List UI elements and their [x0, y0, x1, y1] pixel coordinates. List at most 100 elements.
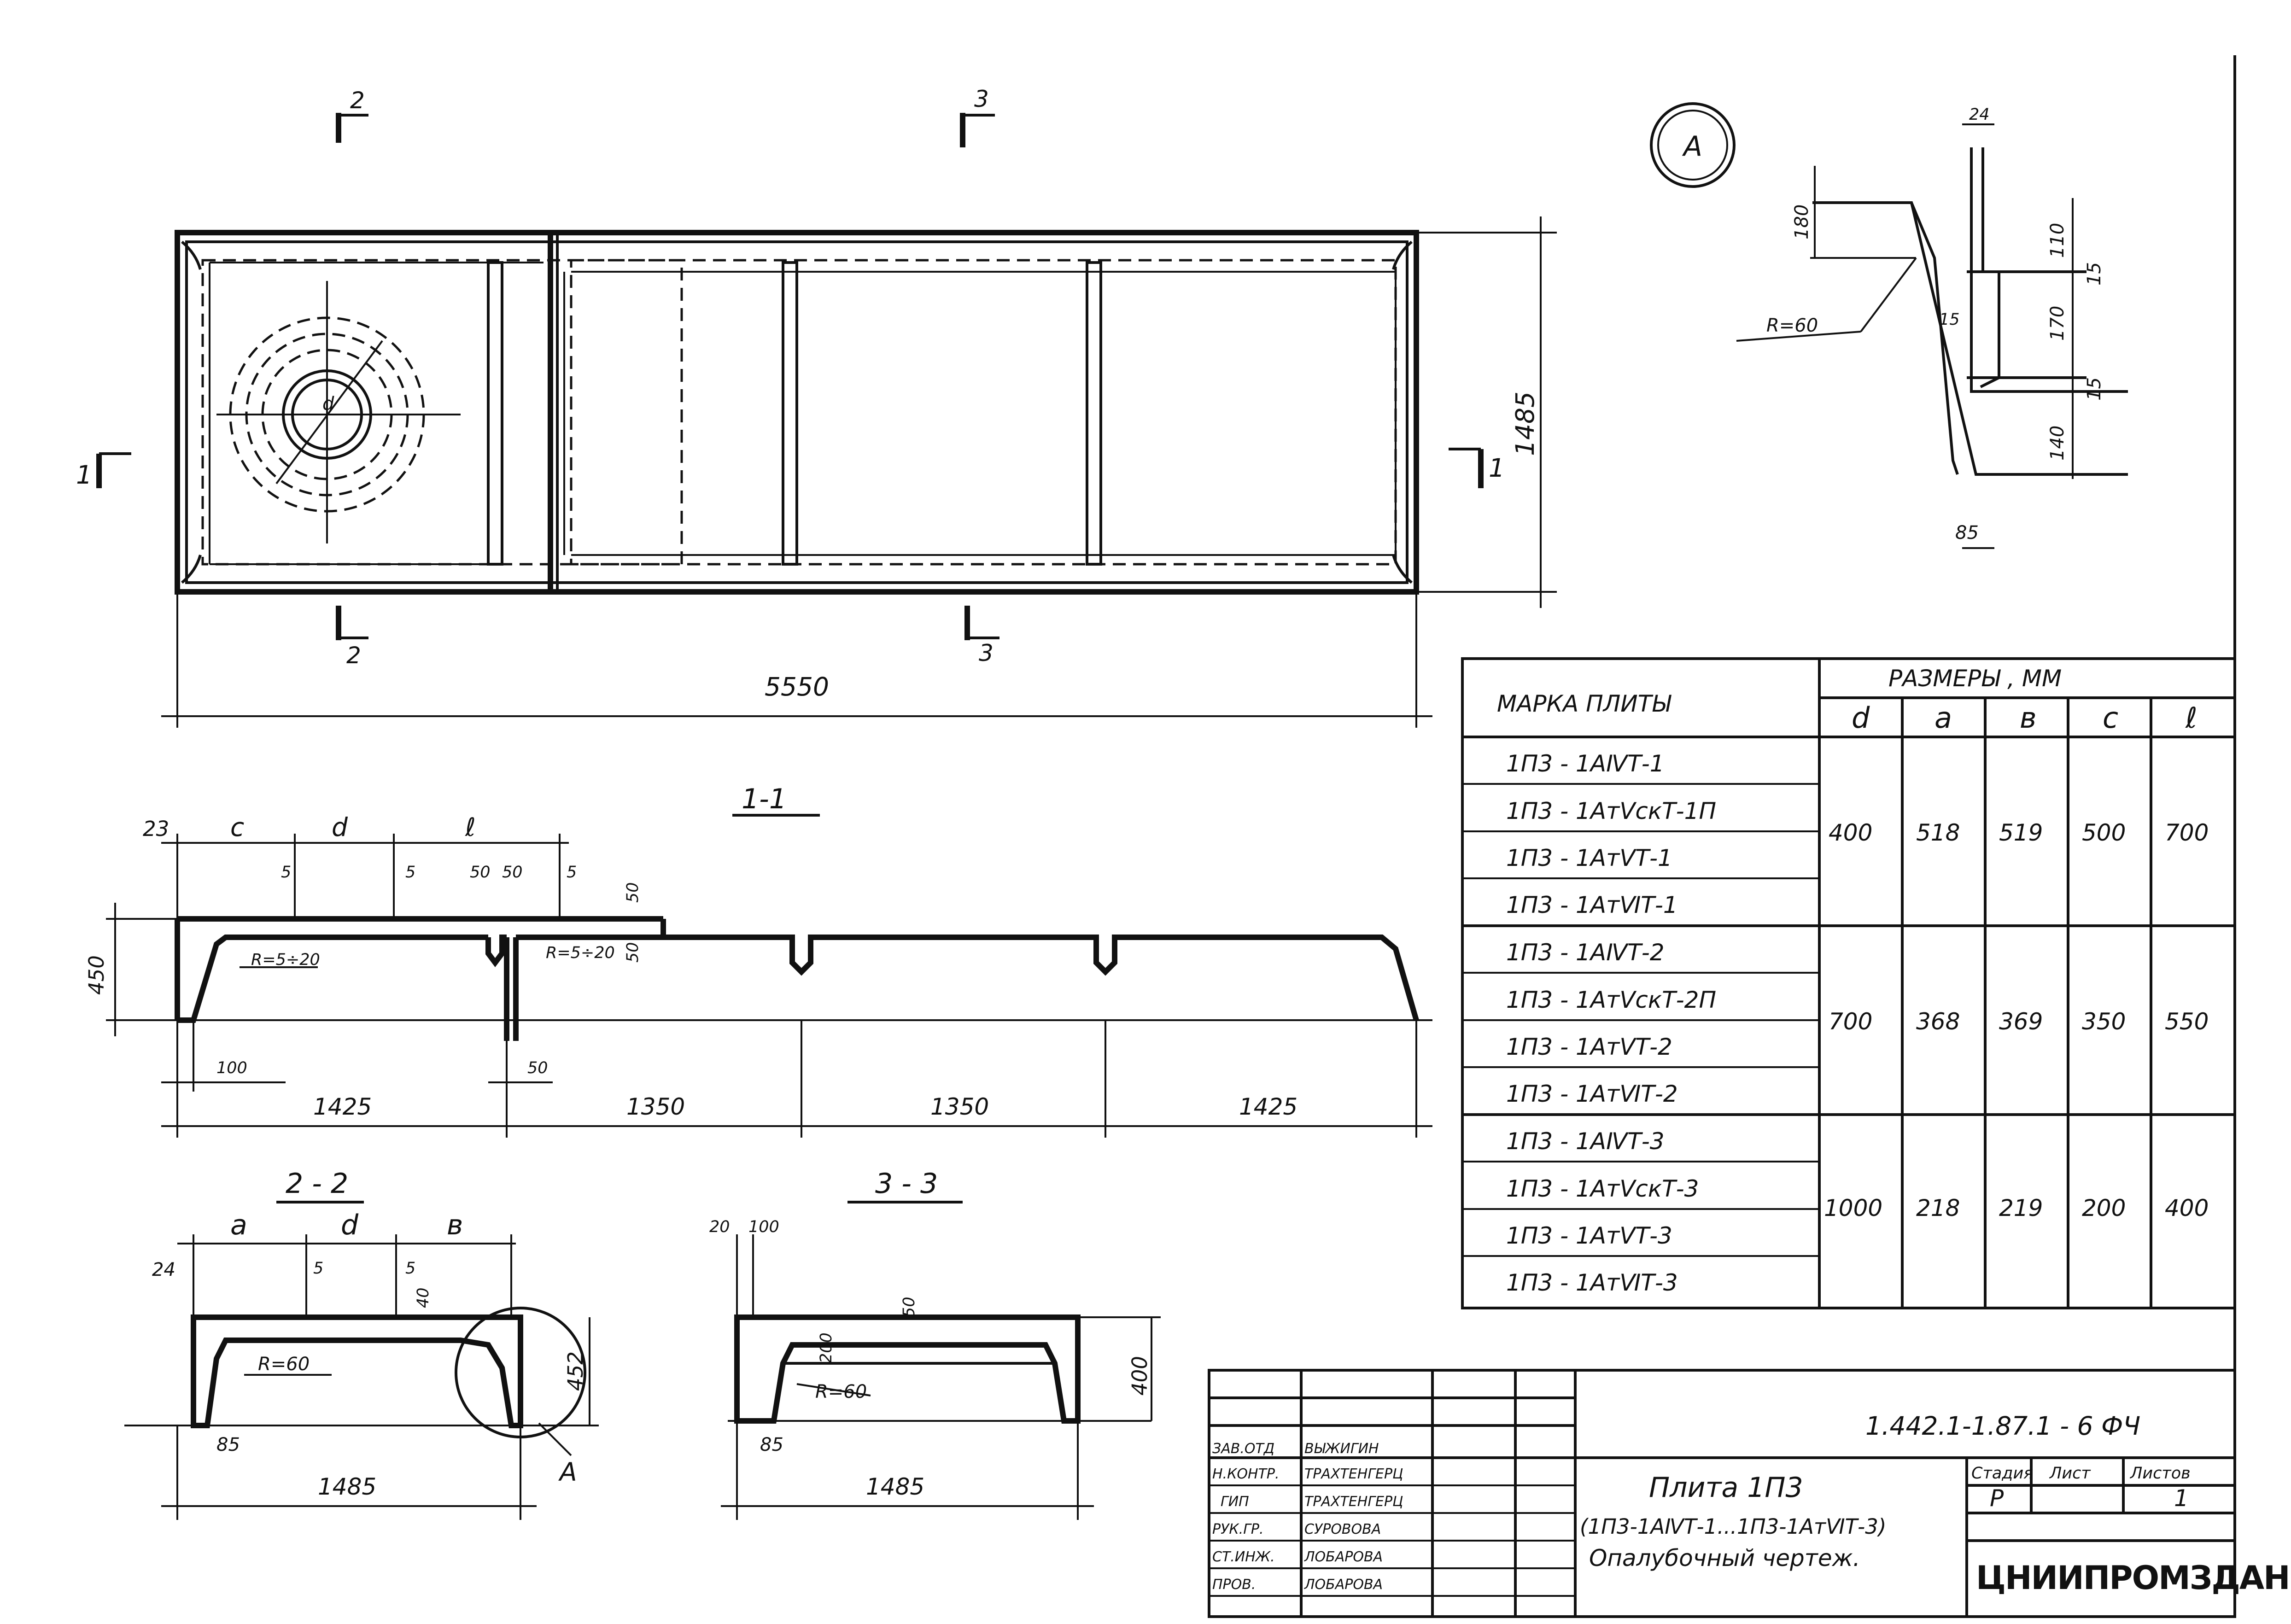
svg-text:2: 2	[346, 642, 361, 669]
svg-text:Н.КОНТР.: Н.КОНТР.	[1212, 1466, 1280, 1482]
svg-text:550: 550	[2165, 1008, 2209, 1035]
svg-text:Р: Р	[1990, 1485, 2004, 1512]
svg-text:200: 200	[2082, 1195, 2126, 1221]
dim-width-label: 1485	[1510, 391, 1540, 456]
svg-text:1000: 1000	[1824, 1195, 1882, 1221]
cut-marker-1-right: 1	[1449, 448, 1505, 488]
svg-text:ПРОВ.: ПРОВ.	[1212, 1577, 1256, 1593]
header-brand: МАРКА ПЛИТЫ	[1497, 690, 1671, 717]
svg-text:ТРАХТЕНГЕРЦ: ТРАХТЕНГЕРЦ	[1304, 1466, 1403, 1482]
svg-text:1350: 1350	[930, 1093, 989, 1120]
cut-marker-2-top: 2	[336, 87, 368, 143]
svg-text:450: 450	[84, 955, 109, 995]
svg-text:219: 219	[1999, 1195, 2043, 1221]
svg-text:c: c	[2103, 701, 2118, 735]
svg-text:5: 5	[313, 1259, 323, 1278]
corner-hook	[181, 240, 1413, 584]
svg-text:400: 400	[1829, 819, 1872, 846]
svg-text:5: 5	[567, 863, 577, 882]
svg-text:c: c	[230, 812, 244, 842]
svg-text:5: 5	[281, 863, 291, 882]
slab-outline	[175, 230, 1419, 595]
svg-text:1: 1	[1489, 453, 1505, 483]
detail-a: 24 180 110 15 15 170 15 140 85 R=60	[1736, 105, 2128, 549]
cut-marker-3-top: 3	[960, 86, 995, 147]
svg-text:85: 85	[1955, 522, 1979, 543]
svg-text:1425: 1425	[1239, 1093, 1297, 1120]
table-row: 1П3 - 1АтⅤскТ-2П	[1506, 987, 1716, 1013]
svg-text:1350: 1350	[626, 1093, 685, 1120]
svg-text:368: 368	[1916, 1008, 1960, 1035]
svg-text:100: 100	[216, 1059, 247, 1077]
svg-text:ВЫЖИГИН: ВЫЖИГИН	[1304, 1441, 1379, 1457]
organization-name: ЦНИИПРОМЗДАНИЙ	[1976, 1559, 2291, 1597]
svg-text:Листов: Листов	[2129, 1464, 2191, 1483]
svg-text:24: 24	[1969, 105, 1990, 124]
sheet-title: Плита 1П3	[1649, 1472, 1803, 1504]
section-title: 3 - 3	[875, 1168, 938, 1200]
svg-text:5: 5	[405, 863, 415, 882]
slab-inner-outline	[185, 240, 1408, 584]
svg-text:в: в	[447, 1209, 463, 1241]
cut-marker-1-left: 1	[76, 452, 131, 490]
svg-text:ГИП: ГИП	[1221, 1494, 1249, 1510]
svg-text:218: 218	[1916, 1195, 1960, 1221]
svg-text:3: 3	[974, 86, 989, 112]
svg-text:85: 85	[760, 1434, 783, 1455]
svg-text:A: A	[1682, 130, 1702, 163]
table-row: 1П3 - 1АⅣТ-1	[1506, 750, 1665, 777]
rib	[782, 261, 798, 566]
rib	[1086, 261, 1102, 566]
title-block: ЗАВ.ОТД Н.КОНТР. ГИП РУК.ГР. СТ.ИНЖ. ПРО…	[1208, 1369, 2291, 1618]
svg-text:R=60: R=60	[1766, 315, 1818, 336]
svg-text:a: a	[230, 1209, 247, 1241]
svg-text:R=5÷20: R=5÷20	[251, 951, 320, 969]
svg-text:R=60: R=60	[258, 1354, 310, 1375]
svg-text:1485: 1485	[318, 1473, 376, 1500]
table-row: 1П3 - 1АтⅤТ-2	[1506, 1034, 1672, 1060]
svg-text:3: 3	[979, 640, 994, 666]
svg-text:Стадия: Стадия	[1971, 1464, 2033, 1483]
svg-text:d: d	[332, 812, 348, 842]
svg-text:400: 400	[2165, 1195, 2209, 1221]
cut-marker-3-bottom: 3	[964, 606, 999, 666]
svg-text:140: 140	[2047, 426, 2068, 461]
svg-text:40: 40	[414, 1287, 432, 1308]
svg-text:50: 50	[502, 863, 523, 882]
svg-text:ЗАВ.ОТД: ЗАВ.ОТД	[1212, 1441, 1274, 1457]
svg-text:20: 20	[709, 1218, 730, 1236]
svg-text:369: 369	[1999, 1008, 2043, 1035]
svg-text:180: 180	[1791, 204, 1812, 240]
svg-text:15: 15	[1939, 310, 1960, 329]
svg-text:700: 700	[1829, 1008, 1872, 1035]
svg-text:518: 518	[1916, 819, 1960, 846]
table-row: 1П3 - 1АтⅥТ-2	[1506, 1081, 1678, 1107]
section-1-1: 1-1 23 c d ℓ 5 5 50 50 5 50 50 450 R=5÷2…	[84, 783, 1432, 1138]
svg-text:15: 15	[2084, 262, 2105, 286]
svg-text:СТ.ИНЖ.: СТ.ИНЖ.	[1212, 1549, 1275, 1565]
svg-text:ТРАХТЕНГЕРЦ: ТРАХТЕНГЕРЦ	[1304, 1494, 1403, 1510]
table-row: 1П3 - 1АⅣТ-2	[1506, 939, 1665, 966]
svg-text:23: 23	[143, 817, 169, 841]
dim-length-label: 5550	[765, 672, 829, 701]
svg-text:РУК.ГР.: РУК.ГР.	[1212, 1521, 1264, 1537]
svg-text:1: 1	[2174, 1485, 2189, 1512]
diameter-label: d	[322, 393, 334, 415]
svg-text:d: d	[341, 1209, 359, 1241]
svg-text:500: 500	[2082, 819, 2126, 846]
rib	[487, 261, 503, 566]
section-title: 1-1	[742, 783, 787, 815]
svg-text:200: 200	[817, 1332, 836, 1363]
table-row: 1П3 - 1АⅣТ-3	[1506, 1128, 1665, 1155]
table-row: 1П3 - 1АтⅥТ-1	[1506, 892, 1678, 918]
svg-text:50: 50	[470, 863, 491, 882]
svg-text:24: 24	[152, 1259, 175, 1280]
svg-text:R=5÷20: R=5÷20	[546, 944, 615, 962]
section-title: 2 - 2	[286, 1168, 348, 1200]
table-row: 1П3 - 1АтⅤскТ-3	[1506, 1175, 1699, 1202]
plan-view: d 2 3 1 1 2 3 5550	[76, 86, 1557, 728]
svg-text:85: 85	[216, 1434, 240, 1455]
section-3-3: 3 - 3 20 100 50 200 R=60 400 85 1485	[709, 1168, 1161, 1520]
svg-text:50: 50	[624, 942, 642, 963]
